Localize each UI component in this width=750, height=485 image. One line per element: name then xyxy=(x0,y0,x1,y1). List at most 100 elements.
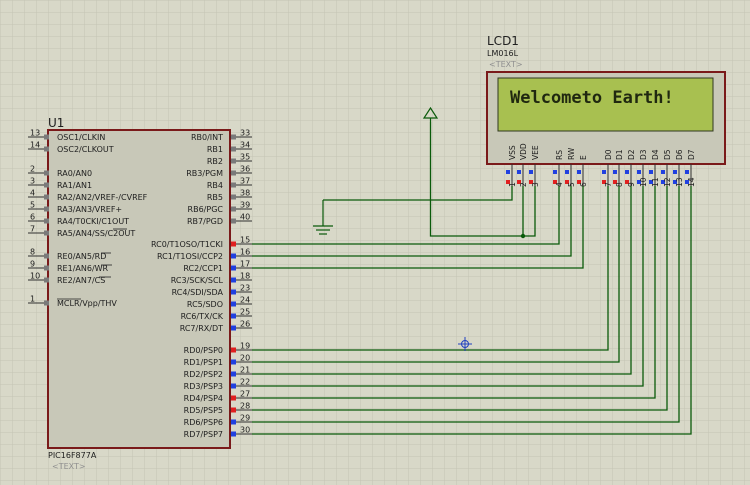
wire[interactable] xyxy=(252,186,692,435)
wire[interactable] xyxy=(252,186,620,363)
lcd-pin-terminal-bottom[interactable] xyxy=(602,180,606,184)
u1-pin-terminal[interactable] xyxy=(231,170,236,176)
u1-pin-terminal[interactable] xyxy=(231,313,236,319)
u1-pin-terminal[interactable] xyxy=(231,277,236,283)
u1-pin-terminal[interactable] xyxy=(231,431,236,437)
lcd-pin-terminal-top[interactable] xyxy=(637,170,641,174)
lcd-pin-terminal-top[interactable] xyxy=(577,170,581,174)
lcd-pin-terminal-top[interactable] xyxy=(602,170,606,174)
lcd-pin-terminal-top[interactable] xyxy=(685,170,689,174)
lcd-pin-terminal-top[interactable] xyxy=(553,170,557,174)
lcd-pin-terminal-top[interactable] xyxy=(613,170,617,174)
u1-pin-number: 26 xyxy=(240,320,250,329)
lcd-pin-terminal-bottom[interactable] xyxy=(529,180,533,184)
wire[interactable] xyxy=(252,186,680,423)
u1-pin-terminal[interactable] xyxy=(44,265,49,271)
wire[interactable] xyxy=(252,186,668,411)
u1-pin-terminal[interactable] xyxy=(44,300,49,306)
u1-pin-terminal[interactable] xyxy=(231,241,236,247)
wire[interactable] xyxy=(429,122,524,237)
lcd-pin-terminal-bottom[interactable] xyxy=(661,180,665,184)
wire[interactable] xyxy=(252,186,656,399)
lcd-pin-label: D2 xyxy=(627,149,636,160)
lcd-pin-terminal-bottom[interactable] xyxy=(673,180,677,184)
u1-pin-label: RD7/PSP7 xyxy=(184,430,223,439)
lcd-pin-terminal-bottom[interactable] xyxy=(685,180,689,184)
u1-pin-terminal[interactable] xyxy=(231,419,236,425)
wire[interactable] xyxy=(252,186,584,269)
u1-pin-terminal[interactable] xyxy=(44,146,49,152)
u1-pin-label: RD0/PSP0 xyxy=(184,346,223,355)
lcd-component[interactable]: LCD1 LM016L <TEXT> Welcometo Earth! VSS1… xyxy=(486,34,726,187)
u1-pin-terminal[interactable] xyxy=(44,182,49,188)
u1-pin-terminal[interactable] xyxy=(44,194,49,200)
wire[interactable] xyxy=(252,186,572,257)
u1-pin-terminal[interactable] xyxy=(44,134,49,140)
u1-pin-terminal[interactable] xyxy=(231,383,236,389)
u1-pin-terminal[interactable] xyxy=(231,301,236,307)
u1-pin-label: RD6/PSP6 xyxy=(184,418,223,427)
lcd-pin-label: VEE xyxy=(531,145,540,160)
lcd-pin-label: D5 xyxy=(663,149,672,160)
lcd-pin-terminal-bottom[interactable] xyxy=(577,180,581,184)
u1-pin-terminal[interactable] xyxy=(231,265,236,271)
wire[interactable] xyxy=(323,186,513,201)
u1-pin-terminal[interactable] xyxy=(231,407,236,413)
wire[interactable] xyxy=(252,186,560,245)
u1-pin-terminal[interactable] xyxy=(231,206,236,212)
u1-text-placeholder: <TEXT> xyxy=(52,462,86,471)
u1-pin-terminal[interactable] xyxy=(44,206,49,212)
u1-pin-terminal[interactable] xyxy=(231,158,236,164)
u1-pin-terminal[interactable] xyxy=(44,253,49,259)
lcd-pin-terminal-top[interactable] xyxy=(673,170,677,174)
lcd-pin-terminal-top[interactable] xyxy=(506,170,510,174)
u1-pin-terminal[interactable] xyxy=(231,325,236,331)
wire[interactable] xyxy=(523,186,536,237)
lcd-pin-terminal-bottom[interactable] xyxy=(637,180,641,184)
u1-pin-number: 14 xyxy=(30,141,40,150)
lcd-pin-terminal-bottom[interactable] xyxy=(565,180,569,184)
u1-pin-number: 19 xyxy=(240,342,250,351)
u1-pin-terminal[interactable] xyxy=(231,359,236,365)
lcd-pin-terminal-bottom[interactable] xyxy=(517,180,521,184)
u1-pin-label: RC7/RX/DT xyxy=(180,324,223,333)
u1-pin-terminal[interactable] xyxy=(231,218,236,224)
u1-body[interactable] xyxy=(47,129,231,449)
u1-pin-terminal[interactable] xyxy=(231,134,236,140)
u1-pin-label: OSC1/CLKIN xyxy=(57,133,105,142)
u1-pin-terminal[interactable] xyxy=(231,194,236,200)
power-terminal-symbol[interactable] xyxy=(422,106,439,122)
lcd-pin-terminal-bottom[interactable] xyxy=(649,180,653,184)
u1-pin-terminal[interactable] xyxy=(231,146,236,152)
u1-pin-terminal[interactable] xyxy=(231,253,236,259)
wire[interactable] xyxy=(252,186,609,351)
u1-pin-number: 23 xyxy=(240,284,250,293)
u1-pin-label: RB5 xyxy=(207,193,223,202)
lcd-pin-terminal-top[interactable] xyxy=(625,170,629,174)
u1-pin-label: RB1 xyxy=(207,145,223,154)
lcd-pin-terminal-top[interactable] xyxy=(529,170,533,174)
lcd-pin-terminal-bottom[interactable] xyxy=(625,180,629,184)
u1-pin-terminal[interactable] xyxy=(231,182,236,188)
wire[interactable] xyxy=(252,186,644,387)
u1-pin-terminal[interactable] xyxy=(231,347,236,353)
u1-pin-terminal[interactable] xyxy=(231,371,236,377)
lcd-pin-terminal-top[interactable] xyxy=(649,170,653,174)
lcd-pin-terminal-bottom[interactable] xyxy=(553,180,557,184)
lcd-pin-terminal-bottom[interactable] xyxy=(613,180,617,184)
u1-pin-terminal[interactable] xyxy=(44,230,49,236)
u1-pin-number: 1 xyxy=(30,295,35,304)
u1-pin-terminal[interactable] xyxy=(44,277,49,283)
lcd-pin-terminal-top[interactable] xyxy=(517,170,521,174)
u1-pin-terminal[interactable] xyxy=(44,170,49,176)
lcd-pin-terminal-top[interactable] xyxy=(565,170,569,174)
lcd-pin-terminal-top[interactable] xyxy=(661,170,665,174)
u1-pin-terminal[interactable] xyxy=(231,395,236,401)
wire[interactable] xyxy=(252,186,632,375)
ground-symbol[interactable] xyxy=(313,200,333,235)
u1-pin-terminal[interactable] xyxy=(44,218,49,224)
u1-pin-terminal[interactable] xyxy=(231,289,236,295)
lcd-pin-terminal-bottom[interactable] xyxy=(506,180,510,184)
